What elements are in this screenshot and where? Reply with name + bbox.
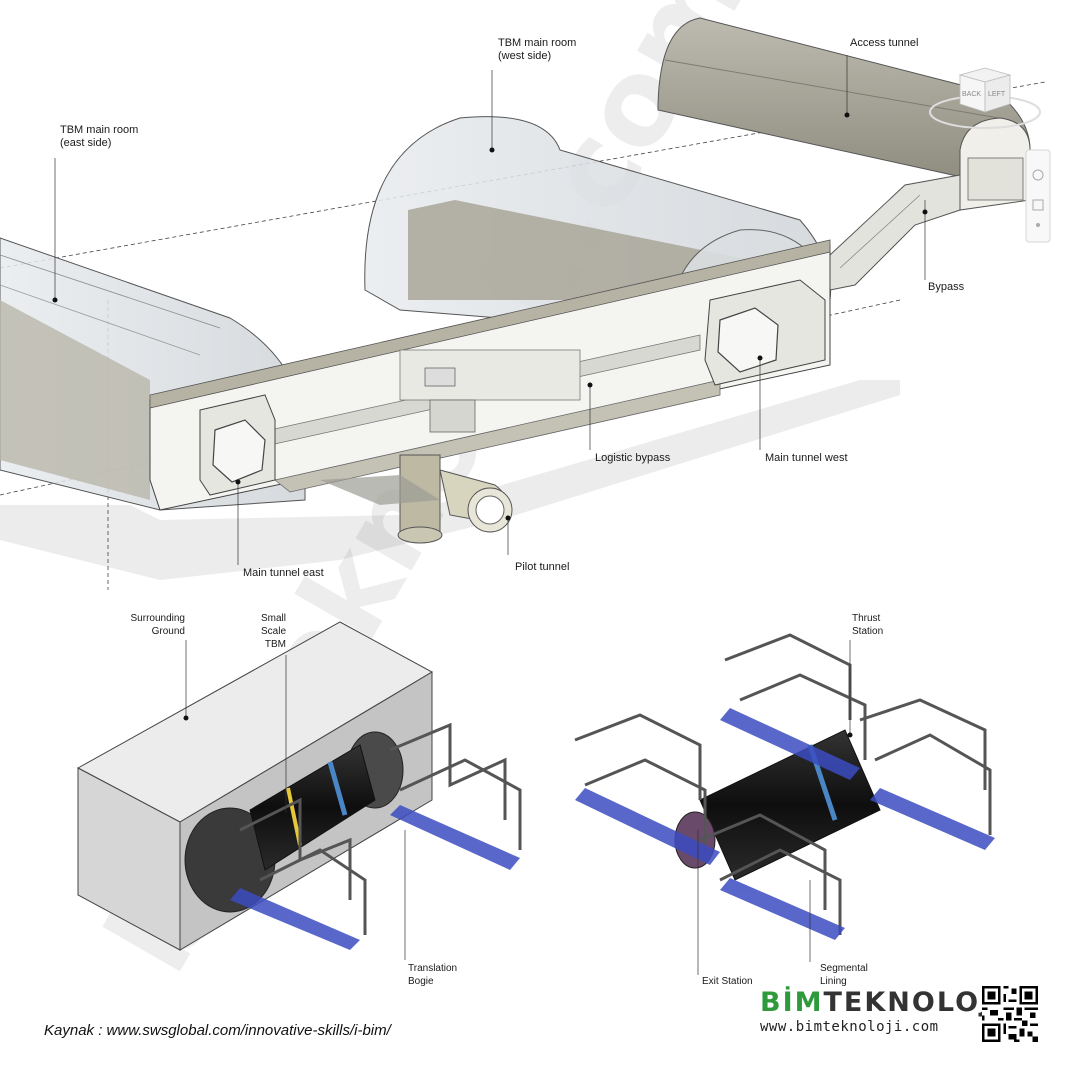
brand-name-highlight: BİM — [760, 987, 824, 1018]
label-main-tunnel-west: Main tunnel west — [765, 452, 848, 464]
label-tbm-main-room-east: TBM main room (east side) — [60, 124, 139, 149]
callout-dots-bottom — [183, 715, 853, 818]
label-logistic-bypass: Logistic bypass — [595, 452, 671, 464]
main-tunnel-east-section — [199, 394, 276, 496]
viewcube-left-face[interactable]: LEFT — [988, 91, 1006, 98]
view-cube-widget[interactable]: BACK LEFT — [929, 67, 1041, 129]
label-surrounding-ground: Surrounding Ground — [130, 613, 185, 637]
main-tunnel-west-section — [704, 279, 826, 386]
viewcube-back-face[interactable]: BACK — [962, 91, 981, 98]
label-exit-station: Exit Station — [702, 976, 753, 987]
callout-dots-top — [52, 112, 928, 521]
callout-lines-bottom — [185, 640, 851, 975]
callout-lines-top — [54, 55, 926, 565]
pilot-tunnel — [320, 454, 513, 544]
label-small-scale-tbm: Small Scale TBM — [260, 613, 286, 650]
label-access-tunnel: Access tunnel — [850, 37, 919, 49]
source-credit: Kaynak : www.swsglobal.com/innovative-sk… — [44, 1022, 391, 1039]
label-pilot-tunnel: Pilot tunnel — [515, 561, 570, 573]
brand-logo: BİMTEKNOLOJİ www.bimteknoloji.com — [760, 987, 1002, 1036]
access-tunnel — [657, 17, 1031, 211]
bypass-duct — [829, 174, 961, 291]
brand-name: BİMTEKNOLOJİ — [760, 987, 1002, 1018]
translation-bogie-frames-left — [239, 722, 522, 935]
brand-name-rest: TEKNOLOJİ — [823, 987, 1005, 1018]
rails-left — [230, 805, 520, 950]
thrust-station-frames — [574, 633, 992, 935]
ground-shadow — [0, 380, 900, 580]
small-scale-tbm — [249, 744, 376, 871]
brand-url: www.bimteknoloji.com — [760, 1019, 939, 1035]
main-concrete-section — [149, 239, 831, 511]
label-segmental-lining: Segmental Lining — [820, 963, 868, 987]
label-bypass: Bypass — [928, 281, 965, 293]
label-thrust-station: Thrust Station — [852, 613, 884, 637]
qr-code — [982, 986, 1038, 1042]
label-tbm-main-room-west: TBM main room (west side) — [498, 37, 577, 62]
label-main-tunnel-east: Main tunnel east — [243, 567, 324, 579]
label-translation-bogie: Translation Bogie — [408, 963, 458, 987]
rails-right — [575, 708, 995, 940]
navigation-bar[interactable] — [1025, 149, 1051, 243]
